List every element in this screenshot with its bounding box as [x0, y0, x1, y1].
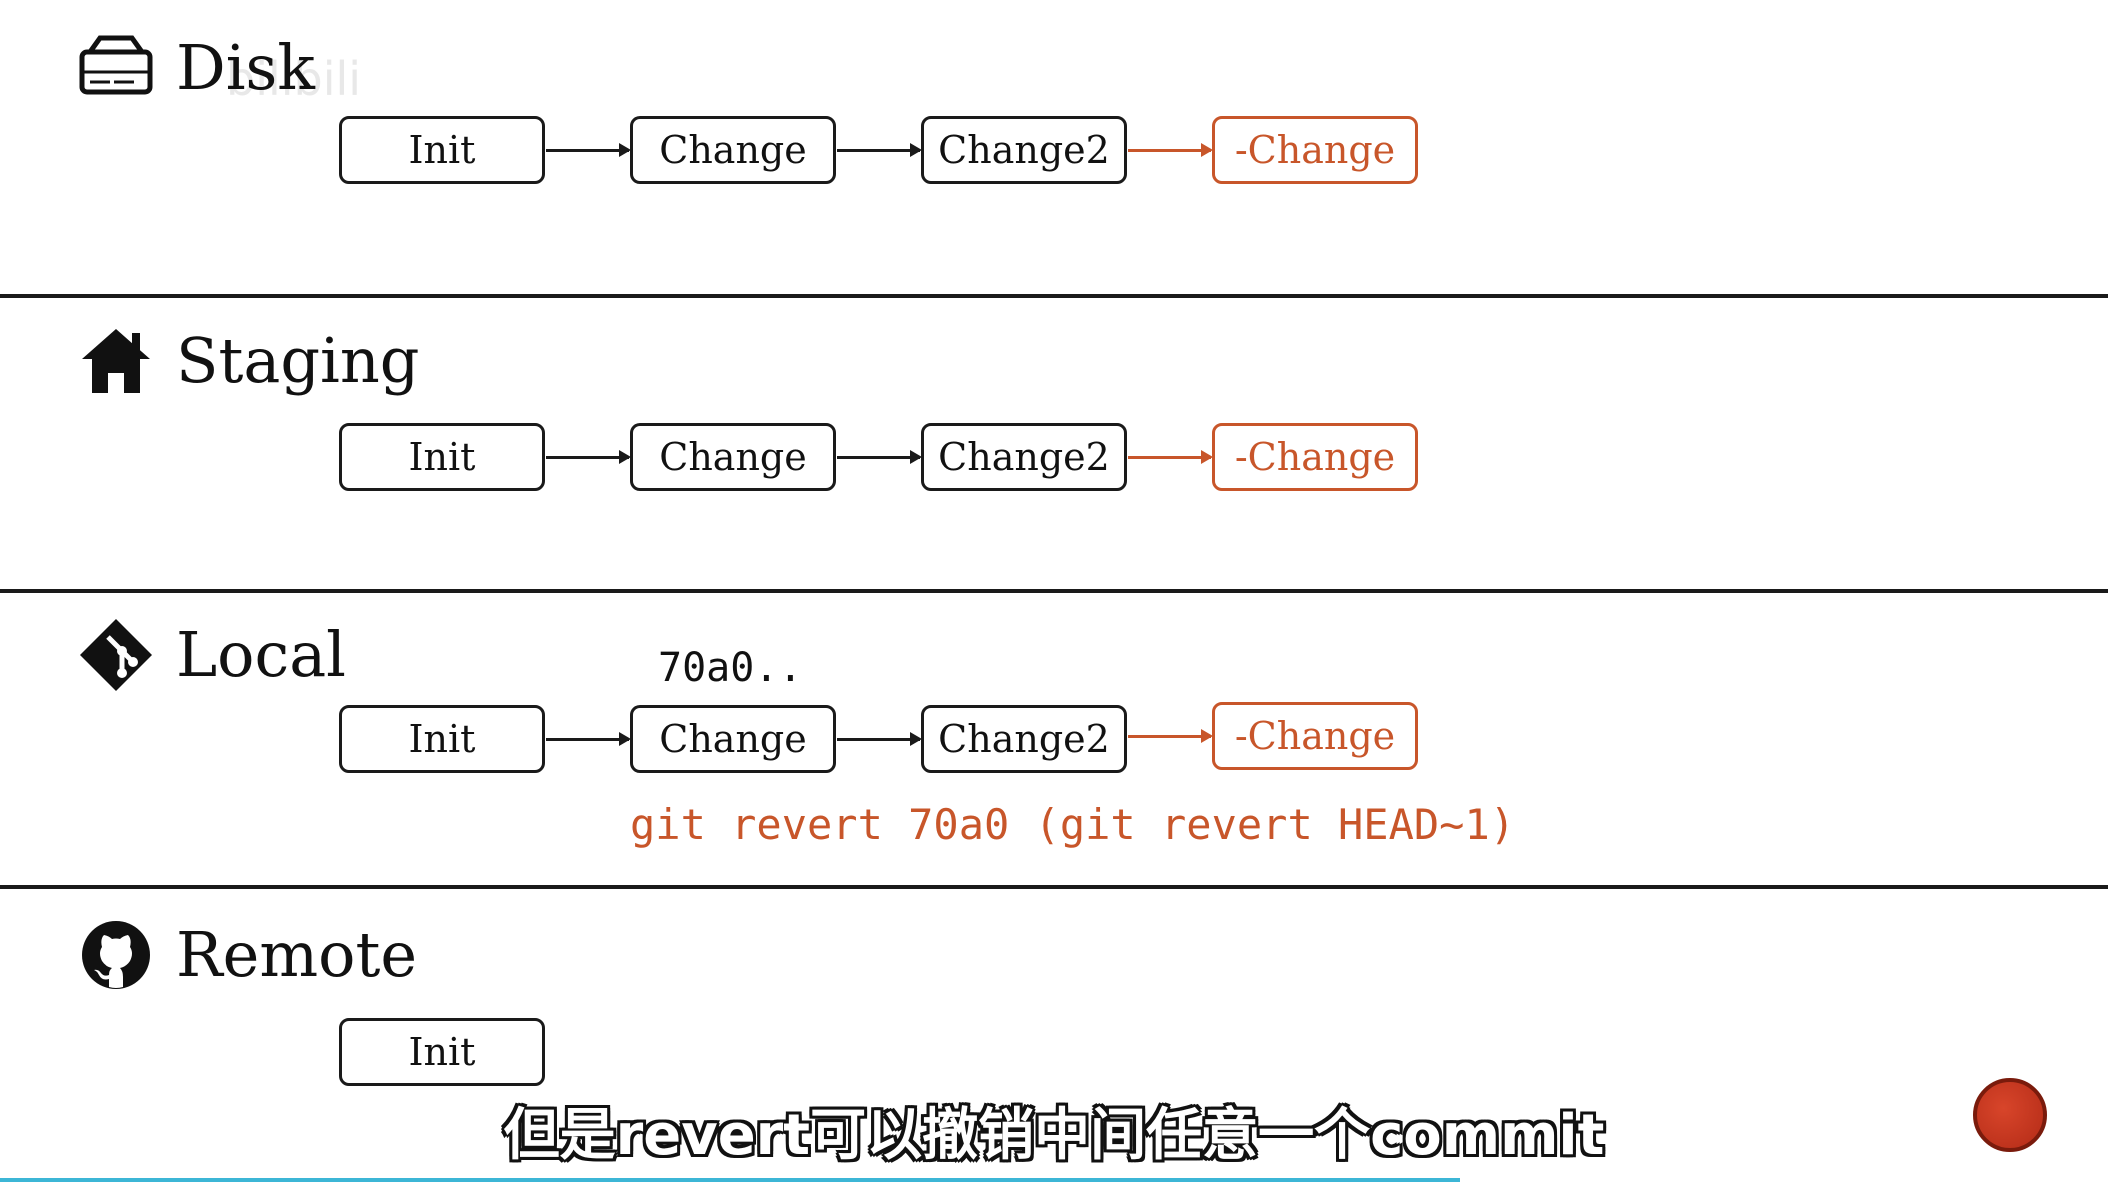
- revert-arrow-connector: [1128, 729, 1213, 743]
- arrow-connector: [546, 450, 631, 464]
- commit-node-revert: -Change: [1212, 702, 1418, 770]
- github-icon: [82, 921, 150, 989]
- commit-node-change: Change: [630, 705, 836, 773]
- commit-node-revert: -Change: [1212, 423, 1418, 491]
- commit-hash-label: 70a0..: [658, 645, 803, 691]
- record-button[interactable]: [1973, 1078, 2047, 1152]
- commit-node-init: Init: [339, 1018, 545, 1086]
- commit-node-change: Change: [630, 116, 836, 184]
- section-divider: [0, 294, 2108, 298]
- disk-drive-icon: [79, 35, 153, 95]
- revert-arrow-connector: [1128, 143, 1213, 157]
- section-divider: [0, 885, 2108, 889]
- commit-node-init: Init: [339, 705, 545, 773]
- revert-arrow-connector: [1128, 450, 1213, 464]
- bilibili-watermark: bilibili: [226, 52, 362, 106]
- house-icon: [82, 329, 150, 393]
- video-subtitle: 但是revert可以撤销中间任意一个commit: [503, 1103, 1605, 1168]
- arrow-connector: [837, 450, 922, 464]
- arrow-connector: [837, 143, 922, 157]
- arrow-connector: [837, 732, 922, 746]
- commit-node-change2: Change2: [921, 116, 1127, 184]
- commit-node-init: Init: [339, 116, 545, 184]
- section-title-staging: Staging: [176, 324, 420, 397]
- git-icon: [80, 619, 152, 691]
- section-title-remote: Remote: [176, 918, 418, 991]
- commit-node-init: Init: [339, 423, 545, 491]
- section-title-disk: Disk: [176, 31, 315, 104]
- commit-node-change: Change: [630, 423, 836, 491]
- commit-node-change2: Change2: [921, 705, 1127, 773]
- section-divider: [0, 589, 2108, 593]
- playback-progress-bar[interactable]: [0, 1178, 1460, 1182]
- arrow-connector: [546, 143, 631, 157]
- commit-node-change2: Change2: [921, 423, 1127, 491]
- arrow-connector: [546, 732, 631, 746]
- commit-node-revert: -Change: [1212, 116, 1418, 184]
- section-title-local: Local: [176, 618, 347, 691]
- git-revert-command: git revert 70a0 (git revert HEAD~1): [630, 800, 1516, 849]
